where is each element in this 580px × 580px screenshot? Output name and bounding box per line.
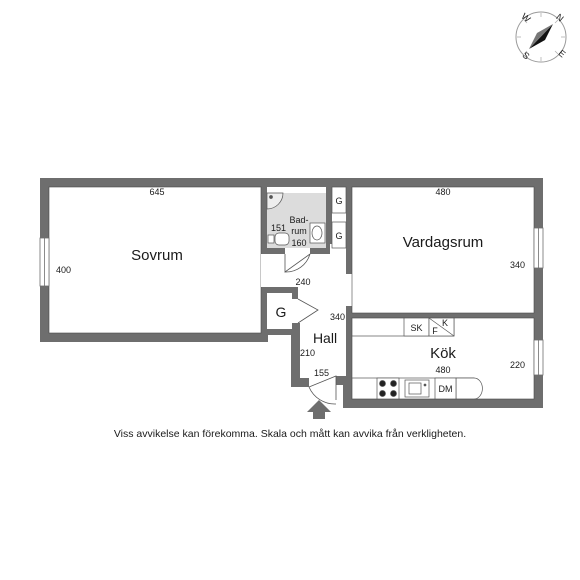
kitchen-counter-upper [351,317,455,337]
room-badrum-line1: Bad- [289,215,308,225]
room-kok: Kök [430,345,456,362]
interior-walls [261,187,534,376]
windows [39,227,544,376]
dishwasher [434,377,457,400]
dim-hall-depth: 340 [330,312,345,322]
dim-entry-width: 155 [314,368,329,378]
room-sovrum: Sovrum [131,247,183,264]
freezer-label: F [432,326,438,336]
compass-s: S [520,50,531,62]
wardrobes [331,186,347,249]
dim-sovrum-width: 645 [149,187,164,197]
room-hall: Hall [313,330,337,346]
dim-sovrum-depth: 400 [56,265,71,275]
dim-hall-width: 240 [295,277,310,287]
door-entry [308,375,337,400]
room-badrum-line2: rum [291,226,307,236]
cabinet-sk-label: SK [410,323,422,333]
dim-bad-depth: 160 [291,238,306,248]
wardrobe-label-1: G [335,196,342,206]
dishwasher-label: DM [439,384,453,394]
compass-ticks [517,13,565,61]
dim-bad-width: 151 [271,223,286,233]
fridge-label: K [442,318,448,328]
dim-vardagsrum-width: 480 [435,187,450,197]
disclaimer-text: Viss avvikelse kan förekomma. Skala och … [113,428,467,440]
compass-needle-shade-icon [529,24,553,49]
compass: N E S W [515,11,567,63]
wardrobe-label-2: G [335,231,342,241]
door-hall-closet [297,298,319,324]
compass-n: N [554,12,565,24]
bathroom-fixtures [266,192,326,246]
compass-e: E [556,48,567,60]
dim-hall-side: 210 [300,348,315,358]
toilet-icon [274,232,290,246]
doors [261,253,337,405]
kitchen-counter-lower [351,377,483,400]
dim-kok-depth: 220 [510,360,525,370]
dim-vardagsrum-depth: 340 [510,260,525,270]
entry-arrow-icon [307,400,331,419]
hall-closet-label: G [276,304,287,320]
room-vardagsrum: Vardagsrum [403,234,484,251]
dim-kok-width: 480 [435,365,450,375]
